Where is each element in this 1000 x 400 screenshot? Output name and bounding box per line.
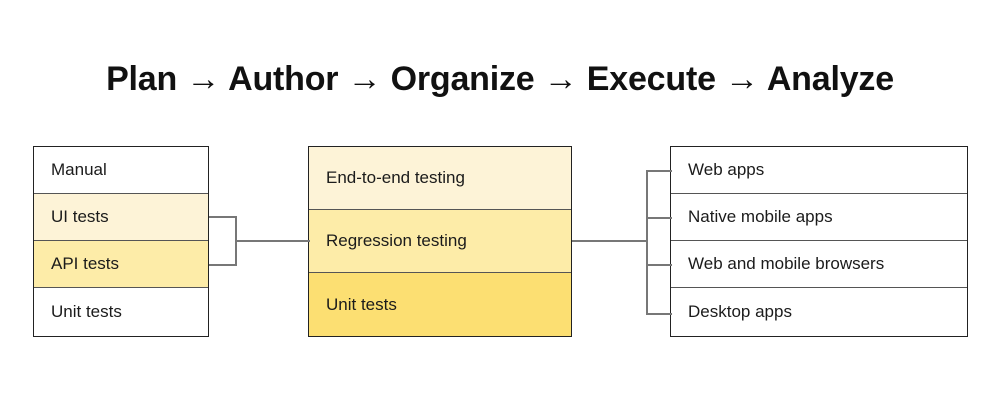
list-item[interactable]: Web apps [671,147,967,194]
connector-api-tests-stub [209,264,237,266]
list-item[interactable]: Manual [34,147,208,194]
target-platforms-column: Web apps Native mobile apps Web and mobi… [670,146,968,337]
test-types-column: Manual UI tests API tests Unit tests [33,146,209,337]
connector-desktop-apps-stub [646,313,672,315]
list-item[interactable]: UI tests [34,194,208,241]
list-item[interactable]: End-to-end testing [309,147,571,210]
test-levels-column: End-to-end testing Regression testing Un… [308,146,572,337]
list-item[interactable]: Unit tests [34,288,208,335]
list-item[interactable]: API tests [34,241,208,288]
connector-right-spine [646,170,648,315]
connector-browsers-stub [646,264,672,266]
list-item[interactable]: Web and mobile browsers [671,241,967,288]
page-title: Plan → Author → Organize → Execute → Ana… [106,60,894,98]
connector-ui-tests-stub [209,216,237,218]
connector-web-apps-stub [646,170,672,172]
connector-left-trunk [235,240,310,242]
connector-right-trunk [572,240,648,242]
list-item[interactable]: Native mobile apps [671,194,967,241]
list-item[interactable]: Regression testing [309,210,571,273]
list-item[interactable]: Desktop apps [671,288,967,335]
list-item[interactable]: Unit tests [309,273,571,336]
connector-native-apps-stub [646,217,672,219]
